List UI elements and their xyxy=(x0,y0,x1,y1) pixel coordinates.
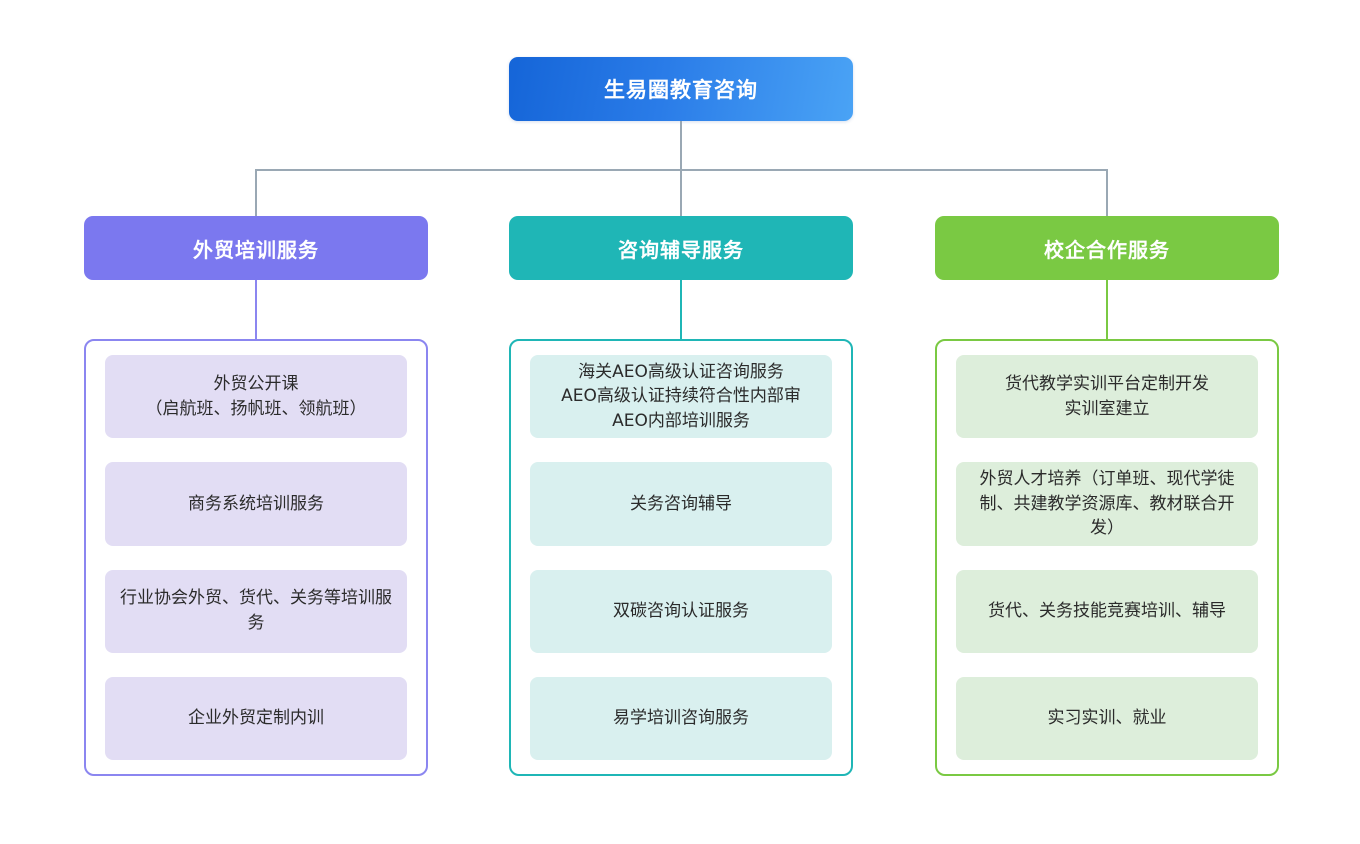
branch-header-label: 咨询辅导服务 xyxy=(618,237,744,262)
leaf-card[interactable]: 双碳咨询认证服务 xyxy=(530,569,832,653)
leaf-card-label: 货代、关务技能竞赛培训、辅导 xyxy=(988,600,1226,621)
leaf-card-label: 商务系统培训服务 xyxy=(188,493,324,514)
connector-drop-branch-0 xyxy=(255,169,257,217)
branch-header-label: 外贸培训服务 xyxy=(193,237,319,262)
root-node[interactable]: 生易圈教育咨询 xyxy=(509,57,853,121)
connector-drop-branch-2 xyxy=(1106,169,1108,217)
leaf-card[interactable]: 外贸公开课 （启航班、扬帆班、领航班） xyxy=(105,355,407,439)
leaf-card-label: 外贸公开课 （启航班、扬帆班、领航班） xyxy=(145,373,367,419)
branch-group-zixun-fudao: 海关AEO高级认证咨询服务 AEO高级认证持续符合性内部审 AEO内部培训服务 … xyxy=(509,339,853,776)
leaf-card[interactable]: 企业外贸定制内训 xyxy=(105,676,407,760)
branch-header-label: 校企合作服务 xyxy=(1044,237,1170,262)
connector-branch-0-to-group xyxy=(255,280,257,340)
branch-header-waimao-peixun[interactable]: 外贸培训服务 xyxy=(84,216,428,280)
connector-drop-branch-1 xyxy=(680,169,682,217)
branch-group-waimao-peixun: 外贸公开课 （启航班、扬帆班、领航班） 商务系统培训服务 行业协会外贸、货代、关… xyxy=(84,339,428,776)
leaf-card[interactable]: 关务咨询辅导 xyxy=(530,462,832,546)
leaf-card[interactable]: 实习实训、就业 xyxy=(956,676,1258,760)
leaf-card[interactable]: 货代教学实训平台定制开发 实训室建立 xyxy=(956,355,1258,439)
leaf-card-label: 易学培训咨询服务 xyxy=(613,708,749,729)
leaf-card[interactable]: 外贸人才培养（订单班、现代学徒制、共建教学资源库、教材联合开发） xyxy=(956,462,1258,546)
leaf-card-label: 货代教学实训平台定制开发 实训室建立 xyxy=(1005,373,1209,419)
leaf-card-label: 海关AEO高级认证咨询服务 AEO高级认证持续符合性内部审 AEO内部培训服务 xyxy=(561,361,801,431)
leaf-card-label: 关务咨询辅导 xyxy=(630,493,732,514)
leaf-card[interactable]: 易学培训咨询服务 xyxy=(530,676,832,760)
leaf-card[interactable]: 行业协会外贸、货代、关务等培训服务 xyxy=(105,569,407,653)
root-node-label: 生易圈教育咨询 xyxy=(604,78,758,102)
branch-group-xiaoqi-hezuo: 货代教学实训平台定制开发 实训室建立 外贸人才培养（订单班、现代学徒制、共建教学… xyxy=(935,339,1279,776)
branch-header-xiaoqi-hezuo[interactable]: 校企合作服务 xyxy=(935,216,1279,280)
leaf-card-label: 行业协会外贸、货代、关务等培训服务 xyxy=(120,588,392,634)
leaf-card-label: 外贸人才培养（订单班、现代学徒制、共建教学资源库、教材联合开发） xyxy=(979,468,1235,539)
leaf-card[interactable]: 商务系统培训服务 xyxy=(105,462,407,546)
connector-root-stem xyxy=(680,121,682,171)
leaf-card-label: 实习实训、就业 xyxy=(1047,708,1167,729)
leaf-card-label: 双碳咨询认证服务 xyxy=(613,600,749,621)
branch-header-zixun-fudao[interactable]: 咨询辅导服务 xyxy=(509,216,853,280)
leaf-card-label: 企业外贸定制内训 xyxy=(188,708,324,729)
connector-branch-1-to-group xyxy=(680,280,682,340)
leaf-card[interactable]: 货代、关务技能竞赛培训、辅导 xyxy=(956,569,1258,653)
connector-branch-2-to-group xyxy=(1106,280,1108,340)
leaf-card[interactable]: 海关AEO高级认证咨询服务 AEO高级认证持续符合性内部审 AEO内部培训服务 xyxy=(530,355,832,439)
